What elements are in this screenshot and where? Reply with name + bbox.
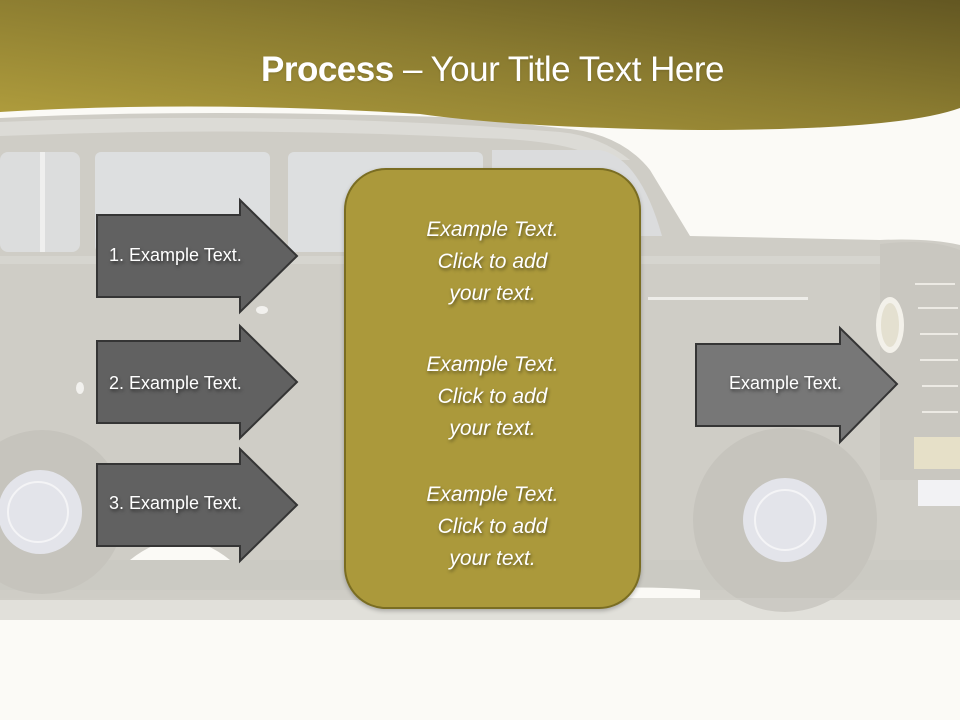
- step-label-2: 2. Example Text.: [109, 373, 242, 393]
- result-arrow[interactable]: Example Text.: [695, 325, 900, 445]
- page-title: Process – Your Title Text Here: [0, 50, 960, 90]
- arrow-right-icon: [96, 197, 299, 315]
- center-text-block-2[interactable]: Example Text. Click to add your text.: [346, 349, 639, 445]
- header-band: [0, 0, 960, 130]
- arrow-right-icon: [96, 323, 299, 441]
- center-content-box[interactable]: Example Text. Click to add your text. Ex…: [344, 168, 641, 609]
- arrow-right-icon: [96, 446, 299, 564]
- step-arrow-3[interactable]: 3. Example Text.: [96, 446, 300, 564]
- center-text-block-1[interactable]: Example Text. Click to add your text.: [346, 214, 639, 310]
- arrow-right-icon: [695, 325, 899, 445]
- center-text-line: Click to add: [437, 515, 548, 538]
- center-text-block-3[interactable]: Example Text. Click to add your text.: [346, 479, 639, 575]
- result-label: Example Text.: [729, 373, 842, 393]
- step-arrow-2[interactable]: 2. Example Text.: [96, 323, 300, 441]
- center-text-line: Example Text.: [426, 353, 559, 376]
- center-text-line: Example Text.: [426, 483, 559, 506]
- title-rest: – Your Title Text Here: [393, 50, 725, 89]
- center-text-line: your text.: [449, 282, 536, 305]
- center-text-line: your text.: [449, 417, 536, 440]
- center-text-line: your text.: [449, 547, 536, 570]
- title-bold: Process: [261, 50, 394, 89]
- center-text-line: Click to add: [437, 250, 548, 273]
- center-text-line: Click to add: [437, 385, 548, 408]
- step-label-3: 3. Example Text.: [109, 493, 242, 513]
- step-label-1: 1. Example Text.: [109, 245, 242, 265]
- step-arrow-1[interactable]: 1. Example Text.: [96, 197, 300, 315]
- center-text-line: Example Text.: [426, 218, 559, 241]
